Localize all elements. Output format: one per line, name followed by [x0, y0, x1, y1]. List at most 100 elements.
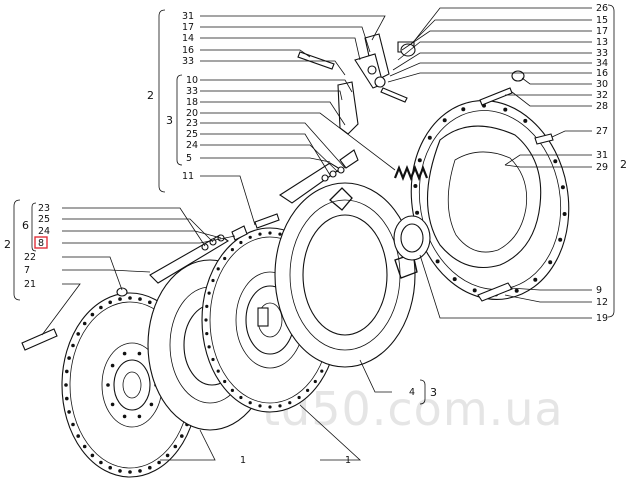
bolt-hole [548, 260, 553, 265]
label-1a: 1 [240, 455, 246, 466]
label-8-highlighted: 8 [38, 238, 44, 249]
bolt-hole [211, 357, 215, 362]
bolt-hole [67, 410, 71, 414]
label-23b: 23 [38, 203, 50, 214]
bolt-hole [268, 231, 272, 235]
label-18: 18 [186, 97, 198, 108]
bolt-hole [452, 277, 457, 282]
label-15: 15 [596, 15, 608, 26]
bolt-hole [90, 312, 95, 317]
bolt-hole [514, 288, 519, 293]
bolt-hole [435, 259, 440, 264]
part-labels: 31 17 14 16 33 10 33 18 20 23 25 24 5 11… [4, 3, 627, 466]
bolt-hole [553, 159, 558, 164]
bolt-hole [118, 297, 122, 301]
release-lever-part [297, 33, 416, 135]
bolt-hole [148, 300, 152, 305]
bolt-hole [65, 369, 69, 374]
bolt-hole [122, 414, 127, 419]
bolt-hole [248, 235, 252, 239]
bolt-hole [76, 332, 80, 336]
bolt-hole [207, 291, 211, 295]
label-24: 24 [186, 140, 198, 151]
bolt-hole [413, 184, 418, 188]
bolt-hole [149, 402, 154, 407]
label-33r: 33 [596, 48, 608, 59]
bolt-hole [138, 469, 142, 473]
bolt-hole [216, 267, 220, 271]
bolt-hole [560, 185, 565, 190]
bolt-hole [99, 305, 103, 310]
bolt-hole [230, 388, 234, 392]
lever-5-part [278, 149, 359, 204]
label-19: 19 [596, 313, 608, 324]
bolt-hole [278, 232, 282, 236]
bolt-hole [138, 297, 142, 301]
bolt-hole [71, 422, 75, 427]
bolt-hole [562, 212, 567, 216]
bolt-hole [137, 351, 142, 356]
bolt-hole [258, 404, 262, 408]
group-3-top: 3 [166, 114, 173, 127]
bolt-hole [118, 469, 122, 473]
bolt-hole [223, 256, 227, 261]
label-14: 14 [182, 33, 194, 44]
label-32: 32 [596, 90, 608, 101]
label-27: 27 [596, 126, 608, 137]
label-17: 17 [182, 22, 194, 33]
bolt-hole [67, 356, 71, 360]
leader-lines [41, 7, 592, 461]
bolt-hole [99, 460, 103, 465]
bolt-hole [523, 118, 528, 123]
bolt-hole [65, 396, 69, 401]
bolt-hole [415, 210, 420, 215]
bolt-hole [64, 383, 68, 387]
label-4: 4 [409, 387, 415, 398]
label-31r: 31 [596, 150, 608, 161]
label-24b: 24 [38, 226, 50, 237]
bolt-hole [128, 296, 132, 300]
bolt-hole [278, 404, 282, 408]
bolt-hole [472, 288, 477, 293]
bolt-hole [180, 434, 184, 438]
bolt-hole [157, 460, 161, 465]
bolt-hole [207, 345, 211, 349]
bolt-hole [427, 135, 432, 140]
bolt-hole [128, 470, 132, 474]
bolt-hole [313, 379, 317, 384]
bolt-hole [204, 318, 208, 322]
bolt-21-part [21, 328, 58, 351]
bolt-hole [223, 379, 227, 384]
bolt-hole [558, 237, 563, 242]
bolt-hole [76, 434, 80, 438]
spring-part [393, 165, 429, 181]
label-7: 7 [24, 265, 30, 276]
bolt-hole [82, 444, 87, 449]
label-21: 21 [24, 279, 36, 290]
bolt-hole [106, 383, 110, 387]
label-22: 22 [24, 252, 36, 263]
label-9: 9 [596, 285, 602, 296]
label-11: 11 [182, 171, 194, 182]
group-3-bottom: 3 [430, 386, 437, 399]
bolt-hole [239, 395, 243, 400]
bolt-hole [461, 107, 466, 112]
label-16r: 16 [596, 68, 608, 79]
label-30: 30 [596, 79, 608, 90]
bolt-part [479, 87, 513, 106]
stud-part [477, 282, 513, 302]
bolt-hole [165, 453, 170, 458]
bolt-hole [211, 278, 215, 283]
label-25: 25 [186, 129, 198, 140]
bolt-hole [239, 240, 243, 245]
bolt-hole [230, 248, 234, 252]
bolt-hole [110, 363, 115, 368]
label-20: 20 [186, 108, 198, 119]
label-1b: 1 [345, 455, 351, 466]
bolt-hole [108, 465, 112, 470]
bolt-hole [268, 405, 272, 409]
bolt-hole [148, 465, 152, 470]
label-5: 5 [186, 153, 192, 164]
label-34: 34 [596, 58, 608, 69]
label-33b: 33 [186, 86, 198, 97]
